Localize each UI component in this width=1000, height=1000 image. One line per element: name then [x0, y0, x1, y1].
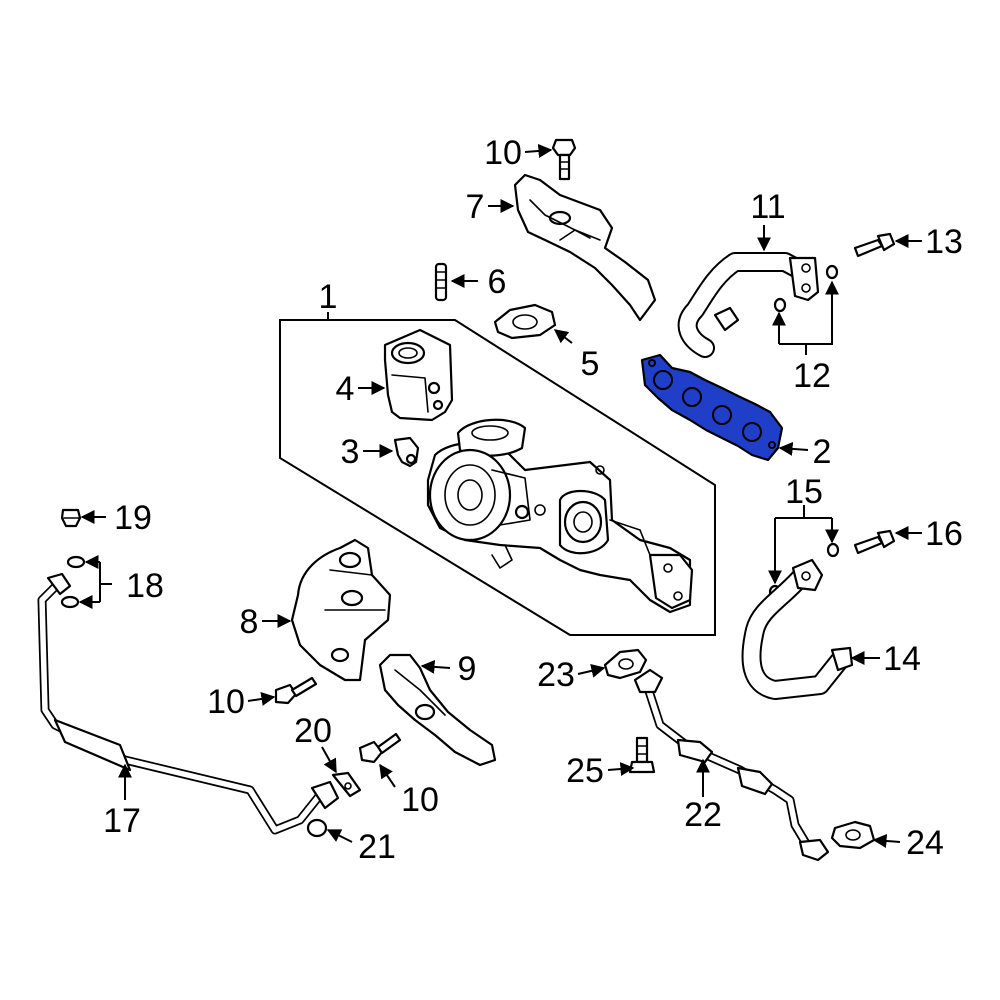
- part-10-bolt-left[interactable]: [274, 676, 318, 705]
- callout-10-center: 10: [401, 781, 439, 819]
- leader-lines: [78, 143, 922, 848]
- callout-3: 3: [341, 433, 360, 471]
- part-23-gasket[interactable]: [603, 648, 648, 680]
- callout-22: 22: [684, 796, 722, 834]
- callout-23: 23: [537, 656, 575, 694]
- callout-12: 12: [793, 357, 831, 395]
- part-13-bolt[interactable]: [853, 232, 896, 258]
- callout-6: 6: [488, 263, 507, 301]
- part-20-clip[interactable]: [331, 771, 362, 798]
- part-2-exhaust-manifold-gasket[interactable]: [640, 353, 784, 462]
- callout-19: 19: [114, 499, 152, 537]
- callout-10-top: 10: [484, 134, 522, 172]
- part-24-gasket[interactable]: [830, 820, 876, 850]
- part-10-bolt-top[interactable]: [551, 138, 577, 181]
- callout-16: 16: [925, 515, 963, 553]
- part-14-oil-return-line[interactable]: [741, 558, 854, 700]
- part-22-coolant-pipe[interactable]: [633, 668, 830, 862]
- part-4-actuator[interactable]: [383, 328, 454, 422]
- part-5-gasket[interactable]: [493, 303, 557, 340]
- callout-10-left: 10: [207, 683, 245, 721]
- callout-11: 11: [750, 188, 785, 226]
- part-25-bolt[interactable]: [628, 736, 656, 774]
- part-18-washers[interactable]: [60, 555, 86, 609]
- part-6-stud[interactable]: [434, 262, 448, 302]
- part-17-oil-pipe[interactable]: [37, 572, 340, 835]
- callout-17: 17: [103, 802, 141, 840]
- part-1-turbocharger[interactable]: [426, 418, 694, 614]
- part-21-cap[interactable]: [306, 818, 328, 838]
- callout-9: 9: [458, 650, 477, 688]
- part-11-oil-feed-line[interactable]: [677, 252, 820, 358]
- callout-13: 13: [925, 223, 963, 261]
- callout-1: 1: [319, 278, 338, 316]
- callout-8: 8: [240, 603, 259, 641]
- callout-7: 7: [466, 188, 485, 226]
- part-9-heat-shield-bracket[interactable]: [378, 653, 497, 767]
- callout-20: 20: [294, 712, 332, 750]
- callout-5: 5: [581, 345, 600, 383]
- callout-4: 4: [336, 370, 355, 408]
- callout-15: 15: [785, 473, 823, 511]
- part-3-sensor[interactable]: [393, 436, 420, 468]
- part-7-upper-heat-shield[interactable]: [513, 173, 657, 322]
- callout-21: 21: [358, 828, 396, 866]
- part-16-bolt[interactable]: [853, 529, 896, 555]
- callout-14: 14: [883, 640, 921, 678]
- callout-2: 2: [813, 433, 832, 471]
- part-10-bolt-center[interactable]: [358, 732, 402, 764]
- part-12-o-rings[interactable]: [773, 264, 839, 313]
- callout-labels: 1 2 3 4 5 6 7 8 9 10 10 10 11 12 13 14 1…: [103, 134, 963, 866]
- turbo-assembly-outline: [279, 312, 716, 636]
- callout-25: 25: [566, 752, 604, 790]
- part-8-lower-heat-shield[interactable]: [290, 538, 392, 682]
- callout-18: 18: [126, 567, 164, 605]
- callout-24: 24: [906, 824, 944, 862]
- part-19-banjo-bolt[interactable]: [60, 508, 82, 528]
